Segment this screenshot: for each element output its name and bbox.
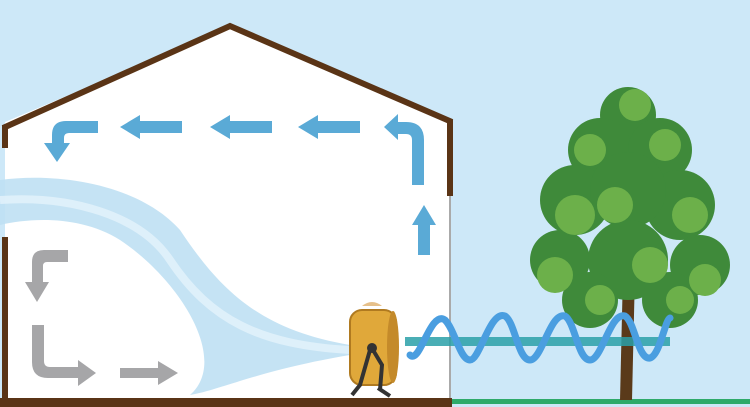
arrow-corner-down-icon [25,250,68,302]
arrow-corner-right-icon [384,114,424,185]
incoming-airflow-highlight [0,195,351,354]
incoming-airflow [0,177,350,395]
floor [0,398,452,407]
tree [530,87,730,400]
airflow-rod [405,337,670,346]
house-interior [5,27,450,400]
ground [452,399,750,404]
lower-circulation-arrows [25,250,178,386]
roof [1,22,454,131]
arrow-right-icon [120,361,178,385]
airflow-helix [406,312,674,364]
arrow-left-icon [298,115,360,139]
arrow-up-icon [412,205,436,255]
circulation-arrows [44,114,436,255]
fan [349,302,399,398]
arrow-left-icon [210,115,272,139]
arrow-corner-right-icon [32,325,96,386]
arrow-left-icon [120,115,182,139]
arrow-corner-down-icon [44,121,98,162]
